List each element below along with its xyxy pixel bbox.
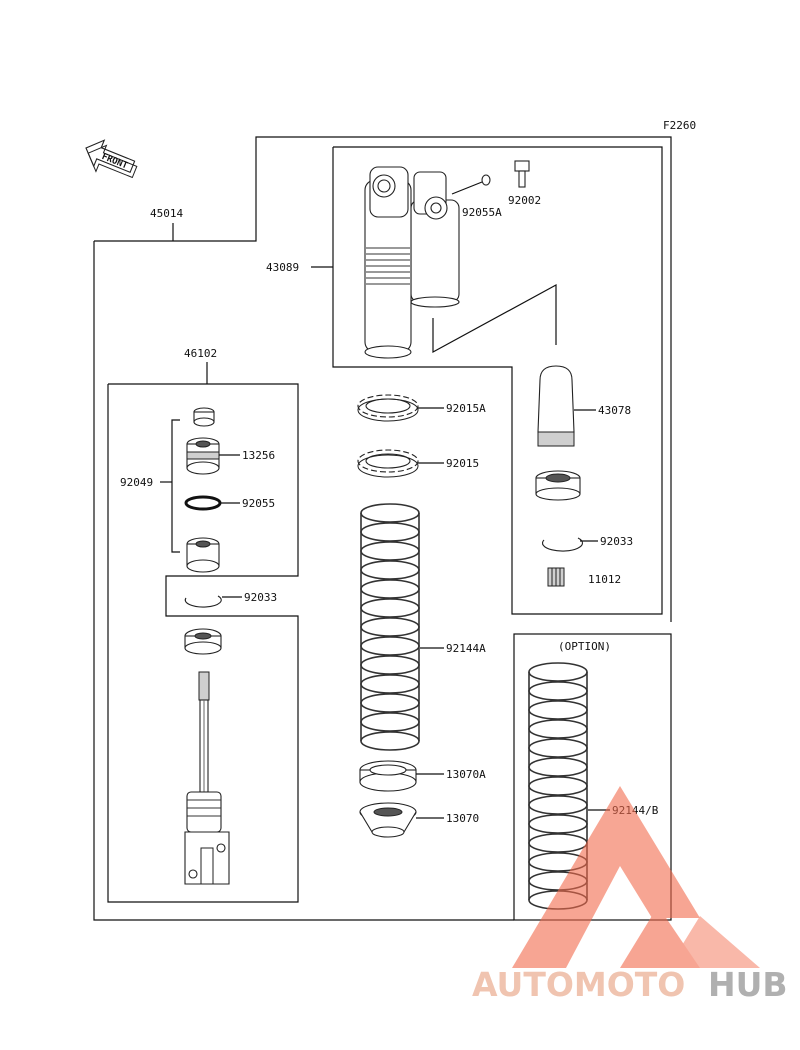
callout-45014: 45014 xyxy=(150,207,183,220)
option-label: (OPTION) xyxy=(558,640,611,653)
callout-92033-left: 92033 xyxy=(244,591,277,604)
locknut-92015a-part xyxy=(357,394,419,422)
piston-13256-part xyxy=(186,437,220,475)
watermark-logo xyxy=(512,786,760,968)
callout-92144A: 92144A xyxy=(446,642,486,655)
callout-43078: 43078 xyxy=(598,404,631,417)
reservoir-43078-part xyxy=(537,365,575,447)
bump-stop-part xyxy=(184,628,222,655)
option-box xyxy=(513,633,672,921)
spring-seat-13070-part xyxy=(359,802,417,838)
callout-92015: 92015 xyxy=(446,457,479,470)
callout-13256: 13256 xyxy=(242,449,275,462)
valve-11012-part xyxy=(547,567,565,587)
svg-text:AUTOMOTO: AUTOMOTO xyxy=(472,965,685,1004)
spring-seat-13070a-part xyxy=(359,760,417,792)
oring-92055a-part xyxy=(481,174,491,186)
nut-92015-part xyxy=(357,449,419,478)
spring-92144a-part xyxy=(360,503,420,751)
nut-small-part xyxy=(193,407,215,427)
piston-rod-part xyxy=(184,671,230,885)
assembly-outline xyxy=(93,136,672,921)
callout-92015A: 92015A xyxy=(446,402,486,415)
shock-body-part xyxy=(364,166,460,359)
callout-92033-right: 92033 xyxy=(600,535,633,548)
valve-body-part xyxy=(186,537,220,573)
watermark-text: AUTOMOTO HUB xyxy=(472,965,788,1004)
callout-92049: 92049 xyxy=(120,476,153,489)
group-box-46102 xyxy=(107,383,299,903)
figure-code: F2260 xyxy=(663,119,696,132)
circlip-92033-right-part xyxy=(541,537,584,552)
bolt-92002-part xyxy=(514,160,530,188)
reservoir-cap-part xyxy=(535,470,581,501)
callout-13070A: 13070A xyxy=(446,768,486,781)
callout-92002: 92002 xyxy=(508,194,541,207)
callout-92055: 92055 xyxy=(242,497,275,510)
callout-13070: 13070 xyxy=(446,812,479,825)
group-box-43089 xyxy=(332,146,663,615)
oring-92055-part xyxy=(184,495,222,511)
front-arrow-icon: FRONT xyxy=(85,139,138,179)
callout-92055A: 92055A xyxy=(462,206,502,219)
callout-46102: 46102 xyxy=(184,347,217,360)
circlip-92033-left-part xyxy=(184,595,222,608)
reservoir-link-line xyxy=(432,283,557,354)
callout-43089: 43089 xyxy=(266,261,299,274)
svg-text:HUB: HUB xyxy=(708,965,788,1004)
callout-11012: 11012 xyxy=(588,573,621,586)
